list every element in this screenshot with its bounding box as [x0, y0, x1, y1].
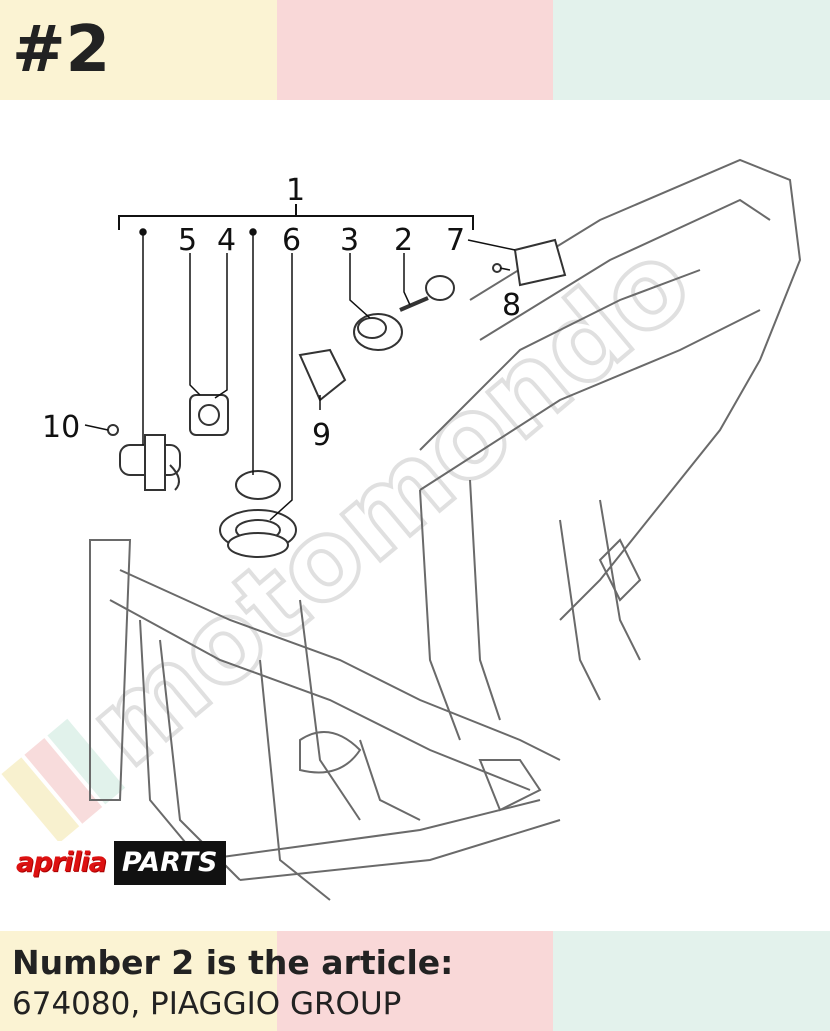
footer-band-mint	[553, 931, 830, 1031]
header-band-yellow	[0, 0, 277, 100]
callout-7: 7	[446, 223, 465, 258]
callout-2: 2	[394, 223, 413, 258]
callout-6: 6	[282, 223, 301, 258]
article-details: 674080, PIAGGIO GROUP	[12, 986, 402, 1022]
key-part	[399, 275, 455, 312]
lock-housing-part	[189, 394, 229, 436]
callout-5: 5	[178, 223, 197, 258]
callout-4: 4	[217, 223, 236, 258]
scooter-frame	[89, 158, 802, 901]
ignition-lock-part	[119, 434, 181, 491]
parts-logo-text: PARTS	[113, 841, 226, 885]
footer-band	[0, 931, 830, 1031]
callout-10: 10	[42, 410, 80, 445]
part-number-heading: #2	[12, 13, 111, 87]
header-band-mint	[553, 0, 830, 100]
leader-lines	[84, 228, 516, 521]
lock-cylinder-part	[353, 313, 403, 351]
footer-band-yellow	[0, 931, 277, 1031]
exploded-parts-diagram: motomondo	[1, 158, 802, 901]
fuel-cap-part	[219, 470, 297, 558]
footer-band-pink	[277, 931, 553, 1031]
parts	[107, 238, 567, 558]
callout-3: 3	[340, 223, 359, 258]
aprilia-logo-text: aprilia	[14, 841, 110, 885]
header-band	[0, 0, 830, 100]
callout-9: 9	[312, 418, 331, 453]
article-caption: Number 2 is the article:	[12, 943, 454, 982]
callout-bracket	[118, 204, 474, 230]
clip-part	[298, 348, 347, 402]
header-band-pink	[277, 0, 553, 100]
bracket-part	[513, 238, 567, 287]
callout-1: 1	[286, 173, 305, 208]
callout-8: 8	[502, 288, 521, 323]
aprilia-parts-logo: aprilia PARTS	[14, 841, 226, 885]
